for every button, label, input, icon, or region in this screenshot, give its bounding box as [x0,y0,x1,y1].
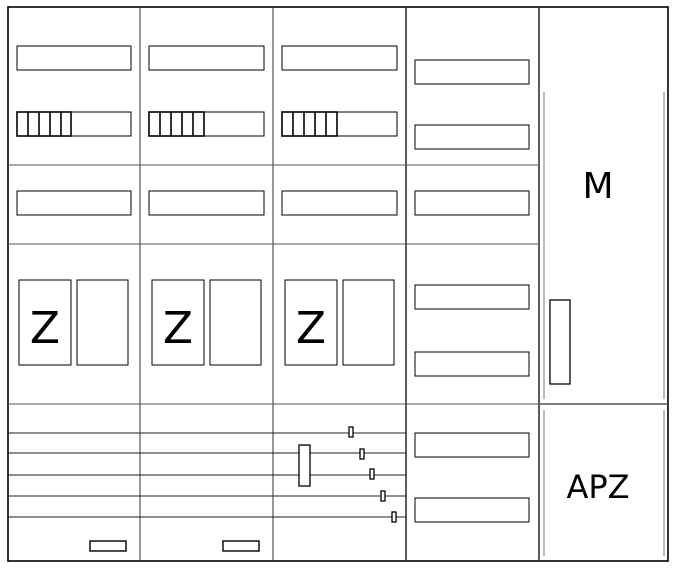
cabinet-outer-frame [7,6,669,562]
meter-box [18,279,72,366]
meter-label: Z [296,303,326,354]
column-dividers [139,7,540,561]
terminal-slot [16,111,132,137]
apz-panel-label: APZ [566,468,629,506]
meter-box [284,279,338,366]
top-slot [148,45,265,71]
distribution-column [414,59,530,523]
main-panel-frame [543,92,665,399]
meter-box-secondary [209,279,262,366]
cover-handle [89,540,127,552]
slot [414,124,530,150]
top-slot [281,45,398,71]
terminal-block-icon [16,111,72,137]
meter-label: Z [30,303,60,354]
middle-slot [148,190,265,216]
slot [414,497,530,523]
slot [414,190,530,216]
busbar-lines [8,432,406,518]
slot [414,351,530,377]
meter-box-secondary [342,279,395,366]
terminal-slot [148,111,265,137]
meter-label: Z [163,303,193,354]
terminal-slot [281,111,398,137]
meter-column-3 [281,45,398,366]
main-panel-fuse [549,299,571,385]
middle-slot [16,190,132,216]
terminal-block-icon [281,111,338,137]
slot [414,284,530,310]
meter-box-secondary [76,279,129,366]
row-dividers [8,164,668,405]
slot [414,59,530,85]
meter-column-1 [16,45,132,366]
busbar-connector [298,444,311,487]
busbar-clamps [348,426,397,523]
cover-handle [222,540,260,552]
meter-column-2 [148,45,265,366]
slot [414,432,530,458]
terminal-block-icon [148,111,205,137]
middle-slot [281,190,398,216]
meter-box [151,279,205,366]
top-slot [16,45,132,71]
apz-panel-frame [543,410,665,556]
main-panel-label: M [582,166,613,207]
